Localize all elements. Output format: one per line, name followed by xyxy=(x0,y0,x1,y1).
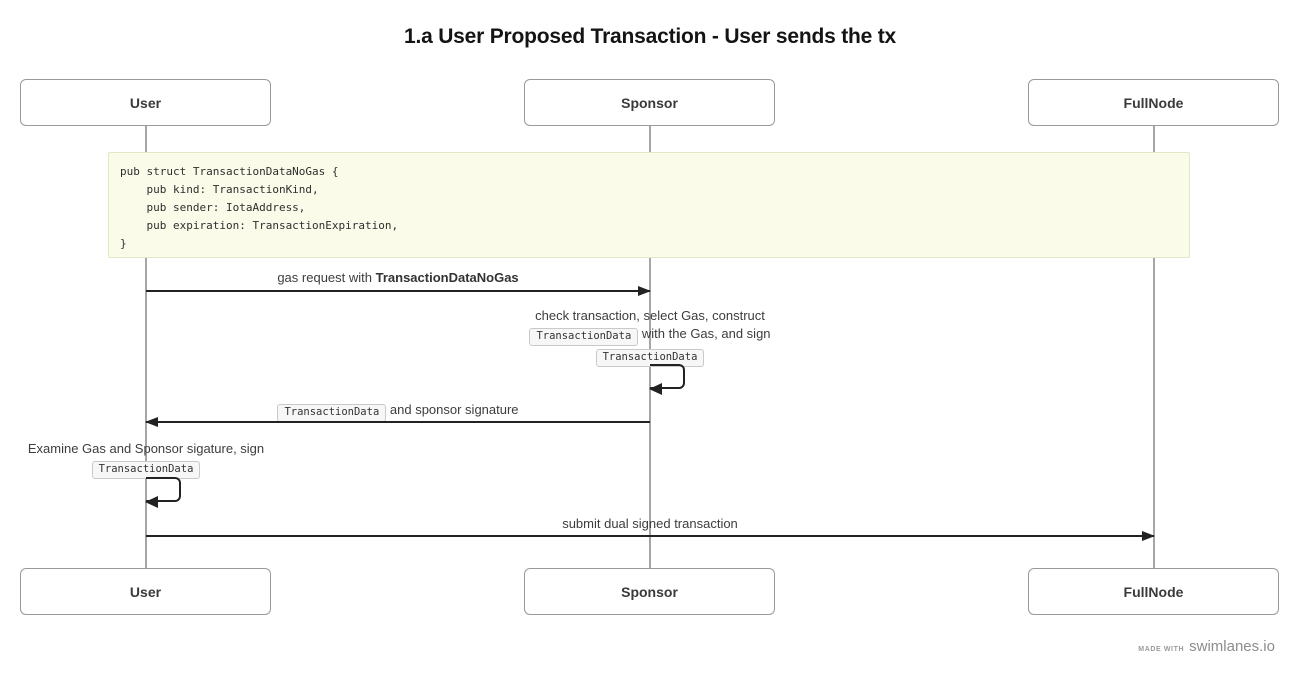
actor-box-user-top: User xyxy=(20,79,271,126)
code-chip: TransactionData xyxy=(277,404,387,422)
message-label-user-self: Examine Gas and Sponsor sigature, sign T… xyxy=(0,440,292,479)
actor-box-sponsor-top: Sponsor xyxy=(524,79,775,126)
actor-label: FullNode xyxy=(1123,583,1184,600)
message-text: submit dual signed transaction xyxy=(562,516,738,531)
code-chip: TransactionData xyxy=(91,461,201,479)
message-label-sponsor-return: TransactionData and sponsor signature xyxy=(146,401,650,422)
code-line: } xyxy=(120,237,127,250)
code-chip: TransactionData xyxy=(595,349,705,367)
message-label-sponsor-self: check transaction, select Gas, construct… xyxy=(450,307,850,367)
lifeline-sponsor xyxy=(648,125,651,568)
message-text: Examine Gas and Sponsor sigature, sign xyxy=(27,441,265,456)
code-line: pub struct TransactionDataNoGas { xyxy=(120,165,339,178)
message-label-submit: submit dual signed transaction xyxy=(146,515,1154,533)
arrowhead-right-icon xyxy=(1142,531,1155,541)
actor-label: Sponsor xyxy=(621,94,678,111)
message-text-bold: TransactionDataNoGas xyxy=(375,270,519,285)
arrow-sponsor-return xyxy=(145,417,650,427)
message-text: gas request with xyxy=(277,270,376,285)
actor-label: FullNode xyxy=(1123,94,1184,111)
arrowhead-left-icon xyxy=(145,417,158,427)
lifeline-fullnode xyxy=(1152,125,1155,568)
note-transaction-struct: pub struct TransactionDataNoGas { pub ki… xyxy=(108,152,1190,258)
actor-box-fullnode-bottom: FullNode xyxy=(1028,568,1279,615)
actor-label: User xyxy=(129,583,162,600)
footer: MADE WITH swimlanes.io xyxy=(1138,638,1275,655)
diagram-title: 1.a User Proposed Transaction - User sen… xyxy=(403,25,897,48)
code-line: pub sender: IotaAddress, xyxy=(120,201,306,214)
message-text: check transaction, select Gas, construct xyxy=(535,308,765,323)
arrowhead-right-icon xyxy=(638,286,651,296)
message-text: and sponsor signature xyxy=(389,402,519,417)
message-text: TransactionData xyxy=(0,458,292,479)
code-chip: TransactionData xyxy=(529,328,639,346)
arrow-gas-request xyxy=(146,286,651,296)
swimlanes-brand-link[interactable]: swimlanes.io xyxy=(1189,638,1275,655)
arrow-submit xyxy=(146,531,1155,541)
actor-label: Sponsor xyxy=(621,583,678,600)
self-loop-sponsor xyxy=(649,364,685,395)
code-line: pub expiration: TransactionExpiration, xyxy=(120,219,399,232)
actor-box-sponsor-bottom: Sponsor xyxy=(524,568,775,615)
arrowhead-left-icon xyxy=(145,496,158,508)
message-label-gas-request: gas request with TransactionDataNoGas xyxy=(146,269,650,287)
message-text: TransactionData xyxy=(450,346,850,367)
lifeline-user xyxy=(144,125,147,568)
message-text: TransactionData with the Gas, and sign xyxy=(450,325,850,346)
actor-box-fullnode-top: FullNode xyxy=(1028,79,1279,126)
made-with-label: MADE WITH xyxy=(1138,646,1185,653)
self-loop-user xyxy=(145,477,181,508)
actor-box-user-bottom: User xyxy=(20,568,271,615)
code-line: pub kind: TransactionKind, xyxy=(120,183,319,196)
actor-label: User xyxy=(129,94,162,111)
arrowhead-left-icon xyxy=(649,383,662,395)
